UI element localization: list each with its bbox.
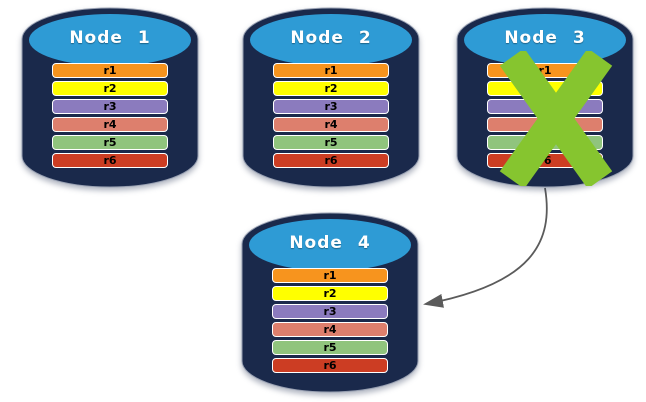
record-row: r5 [52, 135, 168, 150]
node-2: Node 2 r1 r2 r3 r4 r5 r6 [242, 7, 420, 188]
record-row: r2 [52, 81, 168, 96]
node-title: Node 3 [504, 28, 586, 48]
node-1: Node 1 r1 r2 r3 r4 r5 r6 [21, 7, 199, 188]
node-4: Node 4 r1 r2 r3 r4 r5 r6 [241, 212, 419, 393]
record-row: r1 [273, 63, 389, 78]
record-row: r1 [272, 268, 388, 283]
node-title: Node 2 [290, 28, 372, 48]
record-row: r2 [273, 81, 389, 96]
record-row: r2 [272, 286, 388, 301]
record-row: r3 [273, 99, 389, 114]
record-row: r6 [272, 358, 388, 373]
record-rows: r1 r2 r3 r4 r5 r6 [52, 63, 168, 168]
record-row: r4 [272, 322, 388, 337]
node-3: Node 3 r1 r2 r3 r4 r5 r6 [456, 7, 634, 188]
record-row: r5 [273, 135, 389, 150]
failover-arrow [423, 187, 548, 308]
record-row: r5 [272, 340, 388, 355]
record-row: r4 [273, 117, 389, 132]
failure-x-icon [499, 51, 613, 186]
record-rows: r1 r2 r3 r4 r5 r6 [272, 268, 388, 373]
record-row: r3 [272, 304, 388, 319]
record-row: r1 [52, 63, 168, 78]
record-row: r6 [52, 153, 168, 168]
node-title: Node 4 [289, 233, 371, 253]
record-row: r4 [52, 117, 168, 132]
record-row: r6 [273, 153, 389, 168]
node-title: Node 1 [69, 28, 151, 48]
record-rows: r1 r2 r3 r4 r5 r6 [273, 63, 389, 168]
record-row: r3 [52, 99, 168, 114]
